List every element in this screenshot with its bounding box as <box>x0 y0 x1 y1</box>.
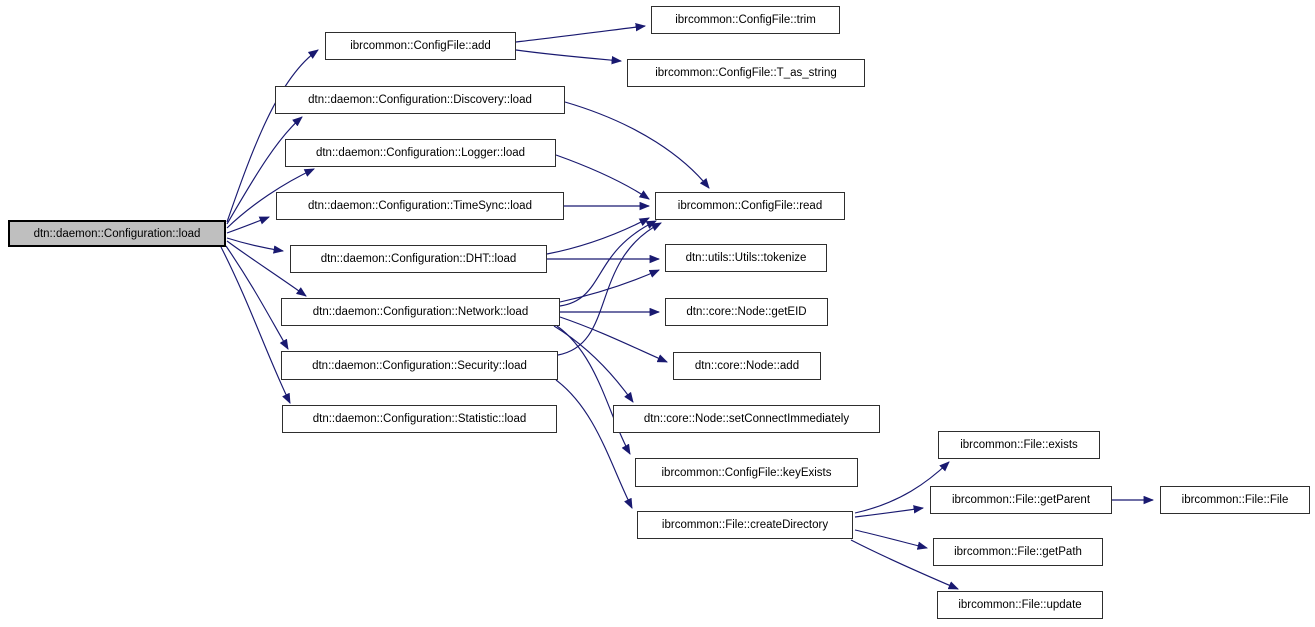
edge-load-to-dht-load <box>226 237 285 254</box>
edge-createdirectory-to-update <box>850 539 959 590</box>
edge-createdirectory-to-getpath <box>854 529 929 550</box>
node-statistic-load[interactable]: dtn::daemon::Configuration::Statistic::l… <box>282 405 557 433</box>
node-file-createdirectory[interactable]: ibrcommon::File::createDirectory <box>637 511 853 539</box>
node-file-getpath[interactable]: ibrcommon::File::getPath <box>933 538 1103 566</box>
node-configfile-read[interactable]: ibrcommon::ConfigFile::read <box>655 192 845 220</box>
node-configfile-keyexists[interactable]: ibrcommon::ConfigFile::keyExists <box>635 458 858 487</box>
edge-network-to-read <box>559 220 657 307</box>
node-configfile-add[interactable]: ibrcommon::ConfigFile::add <box>325 32 516 60</box>
node-security-load[interactable]: dtn::daemon::Configuration::Security::lo… <box>281 351 558 380</box>
node-configfile-t-as-string[interactable]: ibrcommon::ConfigFile::T_as_string <box>627 59 865 87</box>
edge-dht-to-read <box>546 217 650 255</box>
node-utils-tokenize[interactable]: dtn::utils::Utils::tokenize <box>665 244 827 272</box>
edge-load-to-statistic-load <box>220 246 291 404</box>
node-node-geteid[interactable]: dtn::core::Node::getEID <box>665 298 828 326</box>
edge-load-to-security-load <box>225 245 289 350</box>
node-network-load[interactable]: dtn::daemon::Configuration::Network::loa… <box>281 298 560 326</box>
node-file-update[interactable]: ibrcommon::File::update <box>937 591 1103 619</box>
node-configfile-trim[interactable]: ibrcommon::ConfigFile::trim <box>651 6 840 34</box>
edge-load-to-configfile-add <box>226 49 319 223</box>
edge-load-to-discovery-load <box>226 116 303 225</box>
edge-load-to-logger-load <box>226 168 315 229</box>
edge-load-to-network-load <box>226 240 307 297</box>
node-discovery-load[interactable]: dtn::daemon::Configuration::Discovery::l… <box>275 86 565 114</box>
node-node-add[interactable]: dtn::core::Node::add <box>673 352 821 380</box>
edge-createdirectory-to-exists <box>854 461 950 514</box>
node-file-exists[interactable]: ibrcommon::File::exists <box>938 431 1100 459</box>
edge-security-to-createdirectory <box>555 379 633 509</box>
edge-network-to-keyexists <box>556 325 631 455</box>
edge-network-to-node-add <box>559 316 668 363</box>
node-configuration-load: dtn::daemon::Configuration::load <box>8 220 226 247</box>
edge-load-to-timesync-load <box>226 216 270 234</box>
edge-security-to-read <box>557 222 662 356</box>
node-file-file[interactable]: ibrcommon::File::File <box>1160 486 1310 514</box>
node-timesync-load[interactable]: dtn::daemon::Configuration::TimeSync::lo… <box>276 192 564 220</box>
edge-createdirectory-to-getparent <box>854 505 925 518</box>
node-file-getparent[interactable]: ibrcommon::File::getParent <box>930 486 1112 514</box>
edge-network-to-tokenize <box>559 269 660 303</box>
edge-discovery-to-read <box>564 101 710 189</box>
edge-network-to-setconnectimmediately <box>553 325 634 403</box>
edge-configfile-add-to-trim <box>515 23 647 43</box>
edge-configfile-add-to-t-as-string <box>515 49 623 65</box>
node-node-setconnectimmediately[interactable]: dtn::core::Node::setConnectImmediately <box>613 405 880 433</box>
edge-logger-to-read <box>555 154 650 200</box>
node-dht-load[interactable]: dtn::daemon::Configuration::DHT::load <box>290 245 547 273</box>
node-logger-load[interactable]: dtn::daemon::Configuration::Logger::load <box>285 139 556 167</box>
